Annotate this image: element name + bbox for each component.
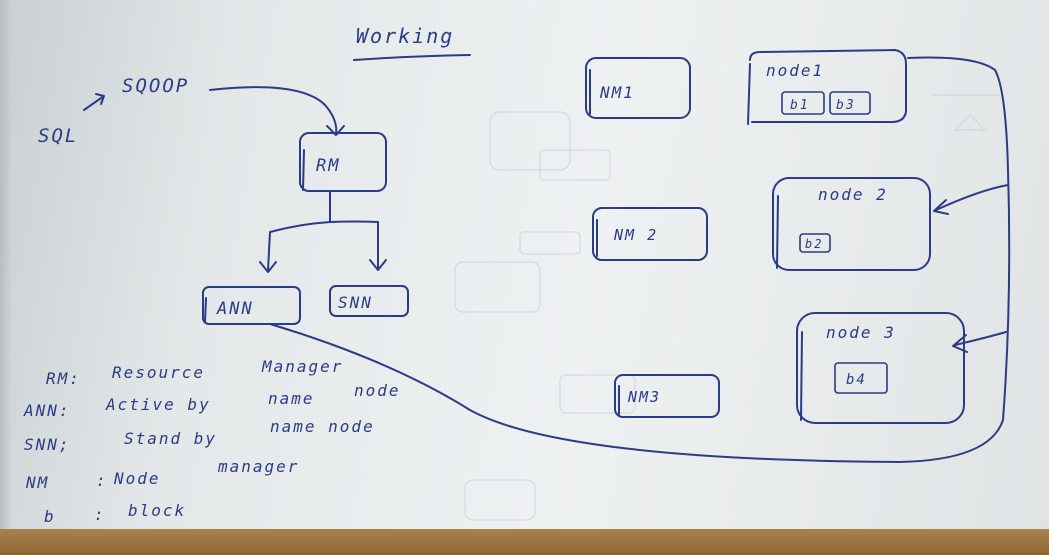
legend-nm-sep: : (96, 471, 108, 490)
node3-box: node 3 b4 (796, 312, 965, 424)
table-surface (0, 529, 1049, 555)
legend-rm-abbr: RM: (46, 369, 81, 388)
legend-snn-text2: name node (270, 417, 375, 436)
paper-shadow (0, 0, 12, 529)
legend-ann-text1: Active by (105, 395, 211, 414)
legend-ann-abbr: ANN: (23, 401, 71, 420)
legend-rm-text1: Resource (112, 363, 205, 382)
node3-label: node 3 (826, 323, 896, 342)
ann-label: ANN (216, 299, 254, 319)
legend-snn-abbr: SNN; (24, 435, 71, 454)
rm-label: RM (316, 156, 340, 176)
svg-text:b4: b4 (846, 372, 867, 388)
nm3-label: NM3 (627, 388, 661, 406)
nm1-label: NM1 (599, 83, 635, 102)
legend: RM: Resource Manager ANN: Active by name… (23, 357, 401, 526)
node1-box: node1 b1 b3 (747, 49, 907, 125)
block-b4 (834, 362, 888, 394)
nm3-box: NM3 (614, 374, 720, 418)
svg-text:b2: b2 (805, 237, 823, 251)
legend-ann-text2: name (268, 389, 315, 408)
bleed-through-marks (454, 94, 1000, 521)
legend-b-sep: : (94, 505, 106, 524)
legend-nm-abbr: NM (25, 473, 49, 492)
svg-text:b1: b1 (790, 98, 810, 113)
sql-arrow (83, 93, 105, 111)
block-b2 (799, 233, 831, 253)
ann-box: ANN (202, 286, 301, 325)
svg-text:b3: b3 (836, 98, 856, 113)
title: Working (356, 24, 454, 48)
legend-nm-text2: manager (217, 457, 299, 476)
legend-ann-text3: node (354, 381, 401, 400)
legend-nm-text1: Node (113, 469, 161, 488)
block-b3 (829, 91, 871, 115)
rm-box: RM (299, 132, 387, 192)
node2-box: node 2 b2 (772, 177, 931, 271)
legend-snn-text1: Stand by (124, 429, 217, 448)
ann-to-nodes-loop (269, 56, 1011, 463)
legend-b-abbr: b (44, 507, 56, 526)
node2-label: node 2 (818, 185, 888, 204)
sqoop-to-rm-arrow (209, 86, 345, 136)
nm2-label: NM 2 (613, 226, 658, 244)
snn-label: SNN (338, 293, 373, 312)
nm2-box: NM 2 (592, 207, 708, 261)
legend-b-text1: block (128, 501, 186, 520)
nm1-box: NM1 (585, 57, 691, 119)
arrow-to-node3 (952, 331, 1007, 353)
title-underline (353, 54, 471, 61)
block-b1 (781, 91, 825, 115)
snn-box: SNN (329, 285, 409, 317)
arrow-to-node2 (933, 184, 1009, 215)
sqoop-label: SQOOP (122, 75, 189, 97)
legend-rm-text2: Manager (261, 357, 343, 376)
node1-label: node1 (766, 61, 824, 80)
rm-branch-lines (259, 190, 387, 273)
sql-label: SQL (38, 125, 78, 147)
